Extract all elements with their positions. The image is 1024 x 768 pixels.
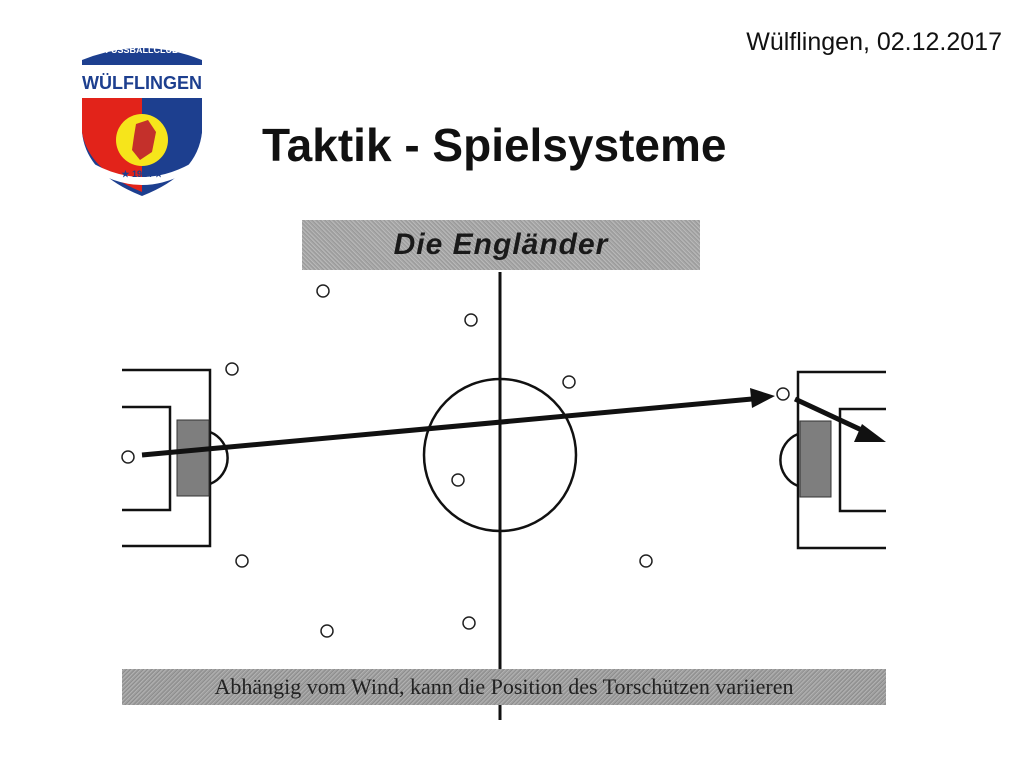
right-shaded-zone [799,420,832,498]
right-penalty-arc [779,432,799,488]
diagram-heading: Die Engländer [302,220,700,270]
left-shaded-zone [176,419,210,497]
player-marker [464,313,478,327]
player-marker [235,554,249,568]
diagram-caption: Abhängig vom Wind, kann die Position des… [122,669,886,705]
shot-arrowhead [854,424,886,442]
date-line: Wülflingen, 02.12.2017 [746,28,1002,56]
player-marker [316,284,330,298]
diagram-caption-text: Abhängig vom Wind, kann die Position des… [214,674,794,699]
left-penalty-area [122,368,212,548]
player-marker [639,554,653,568]
right-penalty-area [796,370,886,550]
player-marker [462,616,476,630]
player-marker [320,624,334,638]
left-goal-area [122,405,172,512]
logo-year: ★ 1924 ★ [121,169,163,179]
center-circle [422,377,578,533]
slide-title: Taktik - Spielsysteme [262,119,727,171]
long-ball-arrow [141,396,753,458]
player-marker [776,387,790,401]
player-marker [121,450,135,464]
club-logo: FUSSBALLCLUB WÜLFLINGEN ★ 1924 ★ [82,45,202,196]
player-marker [451,473,465,487]
player-markers [121,284,790,638]
left-penalty-arc [209,430,229,486]
right-goal-area [838,407,886,513]
player-marker [562,375,576,389]
diagram-heading-text: Die Engländer [393,228,609,261]
logo-club-name: WÜLFLINGEN [82,73,202,93]
shot-arrow [793,396,870,436]
logo-top-text: FUSSBALLCLUB [106,45,179,55]
long-ball-arrowhead [750,388,775,408]
player-marker [225,362,239,376]
